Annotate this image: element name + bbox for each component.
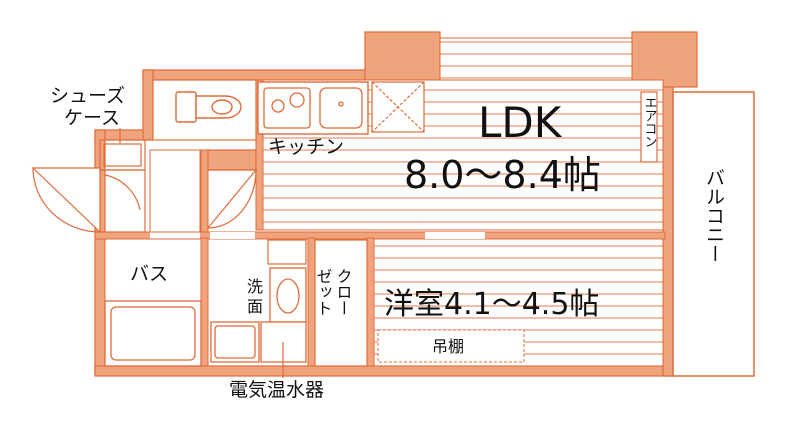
refrigerator-space xyxy=(371,81,425,133)
balcony-label: バルコニー xyxy=(703,168,725,263)
washbasin-label: 洗 xyxy=(247,277,263,296)
hanging-shelf xyxy=(377,329,525,363)
outer-walls xyxy=(94,31,698,377)
wash-shelf xyxy=(267,239,307,265)
closet xyxy=(314,239,368,367)
aircon-label: エアコン xyxy=(642,96,657,148)
bathtub-icon xyxy=(104,300,202,367)
door-swing-icon xyxy=(31,167,141,234)
door-swing-icon xyxy=(207,169,258,229)
stove-icon xyxy=(263,87,311,129)
ldk-label: LDK xyxy=(478,98,563,147)
water-heater-label: 電気温水器 xyxy=(229,379,324,401)
balcony xyxy=(672,91,755,377)
entrance-floor xyxy=(149,149,201,233)
closet-label: ゼット xyxy=(314,268,333,316)
sink-icon xyxy=(319,87,363,129)
bath-label: バス xyxy=(130,263,168,285)
washbasin-icon xyxy=(269,267,307,323)
door-openings xyxy=(150,232,485,239)
kitchen-label: キッチン xyxy=(268,136,344,158)
toilet-icon xyxy=(175,91,242,123)
shoe-case xyxy=(99,139,146,233)
ldk-floor-top xyxy=(439,37,633,81)
western-room-label: 洋室4.1～4.5帖 xyxy=(384,287,599,322)
sink-icon xyxy=(210,321,260,363)
washbasin-label: 面 xyxy=(247,297,263,316)
aircon-unit xyxy=(640,91,658,163)
shoe-case-label: シューズ xyxy=(50,85,125,107)
hanging-shelf-label: 吊棚 xyxy=(432,337,464,356)
closet-label: クロー xyxy=(334,268,353,316)
shoe-case-label: ケース xyxy=(64,107,120,129)
ldk-size-label: 8.0～8.4帖 xyxy=(404,153,601,197)
